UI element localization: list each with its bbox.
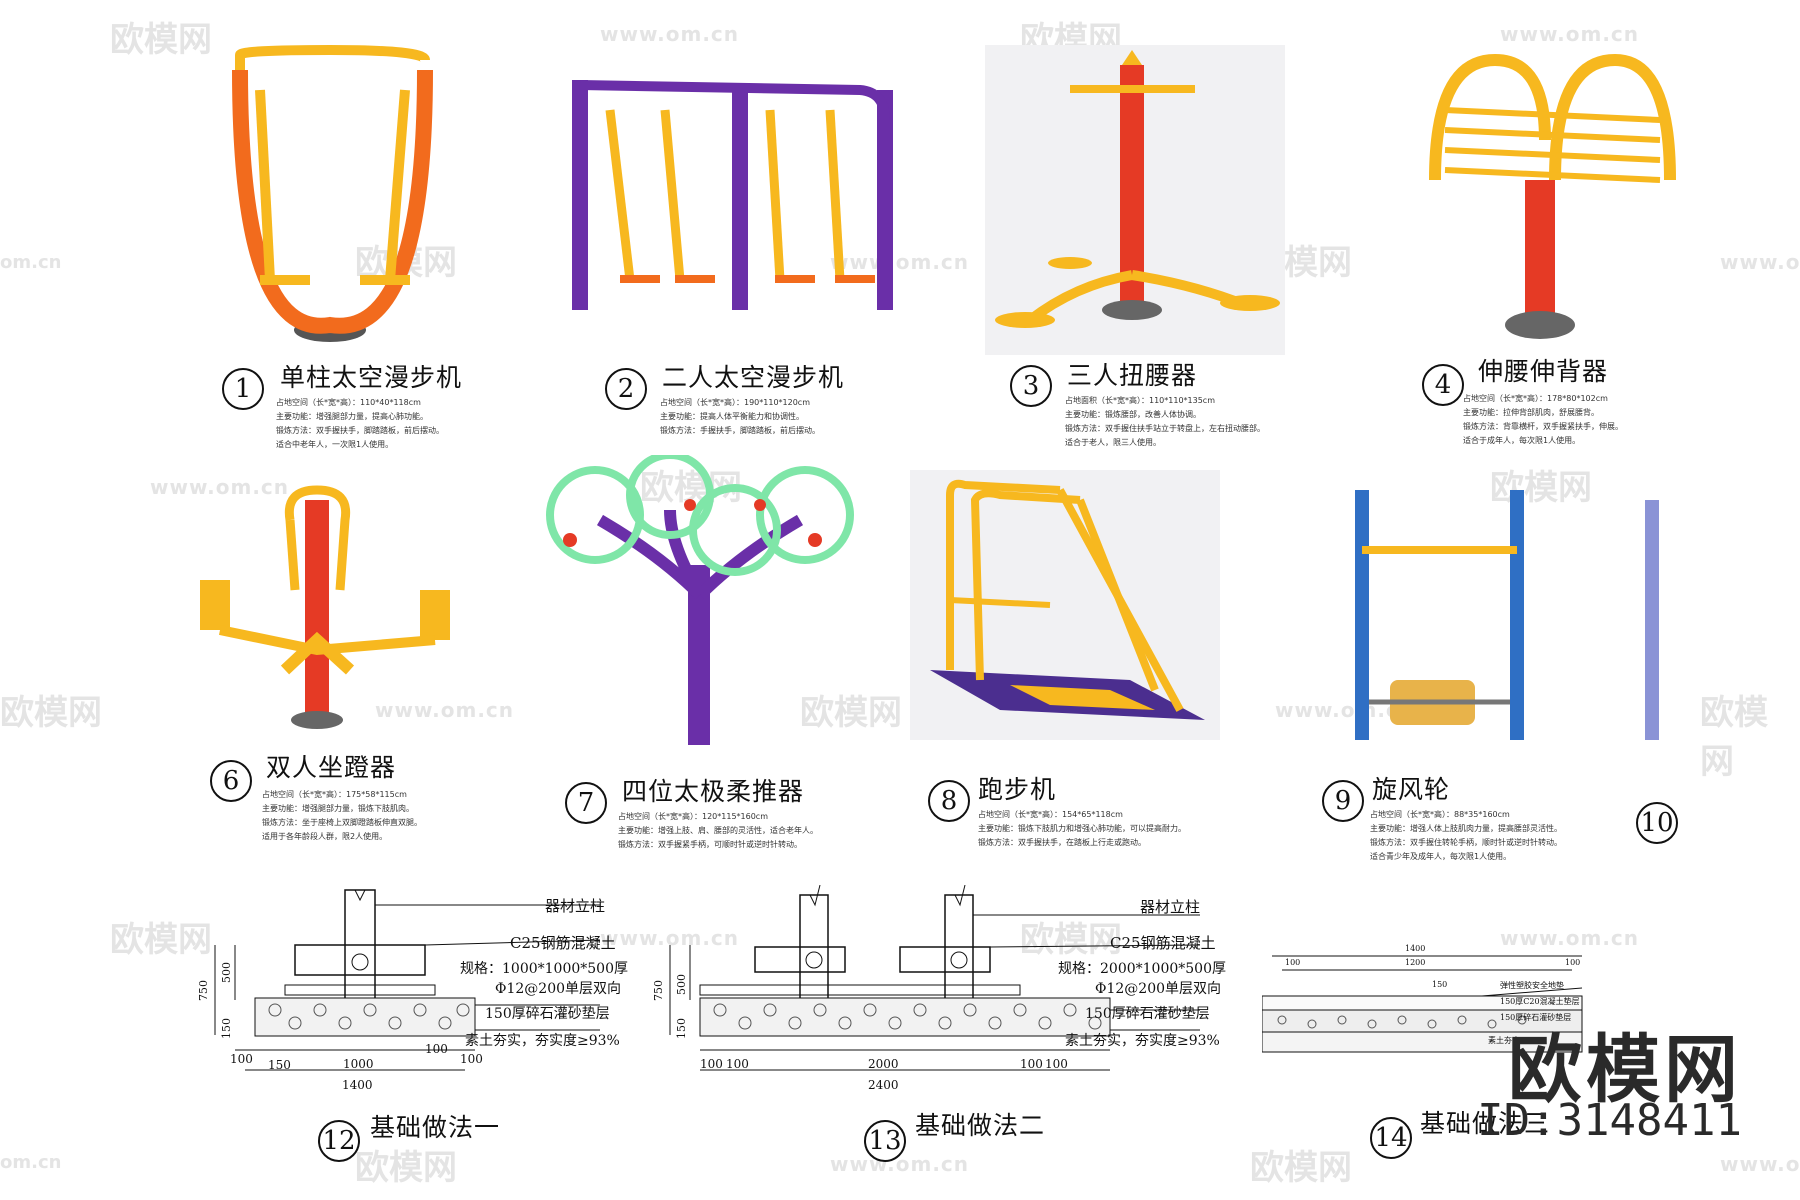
foundation-13-column-label: 器材立柱: [1140, 898, 1201, 916]
foundation-13-dim-100c: 100: [1020, 1057, 1043, 1071]
brand-id: ID:3148411: [1477, 1095, 1742, 1146]
foundation-14-dim-1400: 1400: [1405, 944, 1426, 953]
foundation-13-spec1: 规格：2000*1000*500厚: [1058, 961, 1226, 977]
watermark-logo: 欧模网: [110, 20, 212, 60]
foundation-12-dim-100b: 100: [425, 1042, 448, 1056]
watermark-url: www.om.cn: [1720, 250, 1800, 274]
watermark-logo: 欧模网: [1700, 693, 1768, 782]
watermark-url: om.cn: [0, 1152, 62, 1173]
equipment-8-treadmill-illustration: [910, 470, 1220, 740]
foundation-13-dim-100d: 100: [1045, 1057, 1068, 1071]
equipment-7-taiji-pusher-illustration: [546, 455, 854, 745]
foundation-13-dim-2400: 2400: [868, 1078, 899, 1092]
item-title: 伸腰伸背器: [1478, 357, 1609, 386]
foundation-12-spec1: 规格：1000*1000*500厚: [460, 961, 628, 977]
foundation-13-dim-2000: 2000: [868, 1057, 899, 1071]
foundation-14-layer4: 素土夯实: [1488, 1036, 1520, 1045]
foundation-13-concrete-label: C25钢筋混凝土: [1110, 934, 1216, 952]
item-title: 二人太空漫步机: [662, 363, 845, 392]
item-title: 四位太极柔推器: [622, 777, 805, 806]
item-number-badge: 2: [605, 368, 647, 410]
foundation-13-spec2: Φ12@200单层双向: [1095, 981, 1222, 997]
foundation-12-concrete-label: C25钢筋混凝土: [510, 934, 616, 952]
item-number-badge: 6: [210, 760, 252, 802]
item-title: 三人扭腰器: [1067, 361, 1198, 390]
foundation-14-layer3: 150厚碎石灌砂垫层: [1500, 1013, 1572, 1022]
foundation-12-dim-500: 500: [220, 962, 233, 983]
foundation-14-layer2: 150厚C20混凝土垫层: [1500, 997, 1580, 1006]
foundation-12-soil-label: 素土夯实，夯实度≥93%: [465, 1033, 620, 1049]
foundation-12-dim-1400: 1400: [342, 1078, 373, 1092]
foundation-12-title: 基础做法一: [370, 1113, 501, 1142]
foundation-12-dim-150b: 150: [268, 1058, 291, 1072]
watermark-url: om.cn: [0, 252, 62, 273]
item-title: 旋风轮: [1372, 775, 1451, 804]
foundation-13-soil-label: 素土夯实，夯实度≥93%: [1065, 1033, 1220, 1049]
foundation-14-dim-1200: 1200: [1405, 958, 1426, 967]
watermark-url: www.om.cn: [1500, 926, 1640, 950]
watermark-logo: 欧模网: [355, 1148, 457, 1188]
brand-name: 欧模网: [1508, 1027, 1742, 1113]
foundation-14-dim-150: 150: [1432, 980, 1448, 989]
watermark-logo: 欧模网: [1250, 1148, 1352, 1188]
foundation-12-spec2: Φ12@200单层双向: [495, 981, 622, 997]
foundation-12-dim-100c: 100: [460, 1052, 483, 1066]
foundation-13-dim-500: 500: [675, 974, 688, 995]
equipment-9-whirlwind-wheel-illustration: [1355, 490, 1659, 740]
item-number-badge: 1: [222, 368, 264, 410]
foundation-13-drawing: [669, 885, 1201, 1071]
item-number-badge: 3: [1010, 365, 1052, 407]
foundation-12-dim-150: 150: [220, 1018, 233, 1039]
foundation-13-dim-100a: 100: [700, 1057, 723, 1071]
foundation-14-dim-100b: 100: [1565, 958, 1581, 967]
equipment-6-leg-press-illustration: [200, 485, 450, 729]
item-number-badge: 7: [565, 782, 607, 824]
item-title: 单柱太空漫步机: [280, 363, 463, 392]
foundation-12-dim-1000: 1000: [343, 1057, 374, 1071]
foundation-12-dim-750: 750: [197, 980, 210, 1001]
foundation-13-gravel-label: 150厚碎石灌砂垫层: [1085, 1006, 1210, 1022]
item-number-badge: 14: [1370, 1117, 1412, 1159]
watermark-logo: 欧模网: [0, 693, 102, 733]
item-number-badge: 10: [1636, 802, 1678, 844]
item-number-badge: 9: [1322, 780, 1364, 822]
item-number-badge: 13: [864, 1120, 906, 1162]
foundation-12-column-label: 器材立柱: [545, 897, 606, 915]
equipment-3-waist-twister-illustration: [985, 45, 1285, 355]
foundation-12-dim-100a: 100: [230, 1052, 253, 1066]
foundation-13-title: 基础做法二: [915, 1111, 1046, 1140]
foundation-14-layer1: 弹性塑胶安全地垫: [1500, 981, 1564, 990]
item-number-badge: 12: [318, 1120, 360, 1162]
foundation-12-gravel-label: 150厚碎石灌砂垫层: [485, 1006, 610, 1022]
equipment-4-back-stretcher-illustration: [1429, 53, 1676, 339]
item-title: 双人坐蹬器: [266, 753, 397, 782]
foundation-12-drawing: [214, 889, 601, 1071]
item-title: 跑步机: [978, 775, 1057, 804]
item-number-badge: 4: [1422, 364, 1464, 406]
foundation-13-dim-150: 150: [675, 1018, 688, 1039]
item-number-badge: 8: [928, 780, 970, 822]
foundation-14-title: 基础做法三: [1420, 1109, 1551, 1138]
equipment-2-double-air-walker-illustration: [572, 80, 893, 310]
foundation-14-dim-100a: 100: [1285, 958, 1301, 967]
equipment-1-air-walker-illustration: [232, 44, 433, 342]
foundation-13-dim-750: 750: [652, 980, 665, 1001]
foundation-14-drawing: [1262, 955, 1583, 1053]
watermark-url: www.om.cn: [600, 22, 740, 46]
watermark-url: www.om.cn: [1720, 1152, 1800, 1176]
foundation-13-dim-100b: 100: [726, 1057, 749, 1071]
